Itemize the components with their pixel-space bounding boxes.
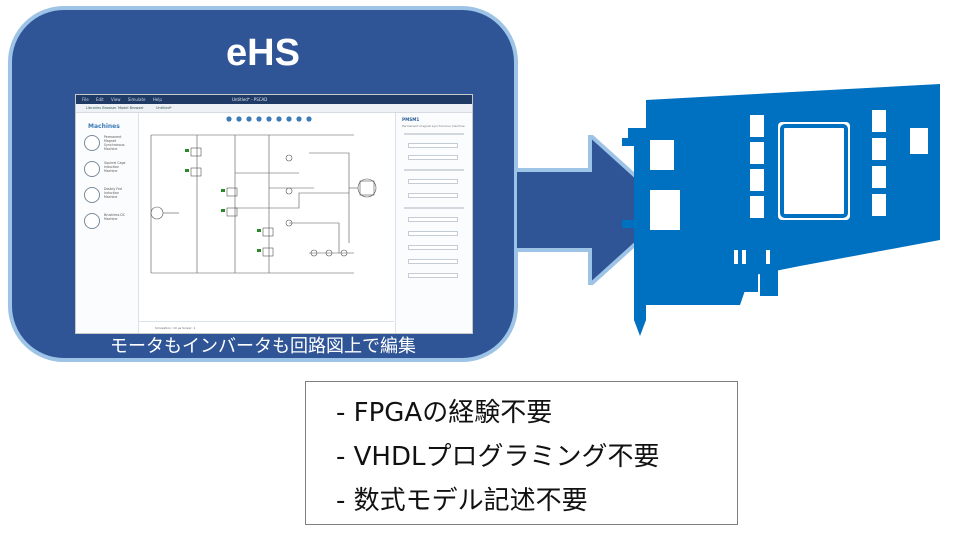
menu-item-help: Help <box>152 97 162 102</box>
properties-subtitle: Permanent magnet synchronous machine <box>402 124 465 128</box>
property-field <box>408 217 458 222</box>
property-divider <box>404 207 464 209</box>
properties-panel: PMSM1 Permanent magnet synchronous machi… <box>395 113 472 333</box>
property-field <box>408 155 458 160</box>
menu-bar: File Edit View Simulate Help Untitled* -… <box>76 95 472 104</box>
fpga-card-icon <box>622 84 940 336</box>
machine-label: Doubly Fed Induction Machine <box>104 187 122 199</box>
menu-item-simulate: Simulate <box>127 97 146 102</box>
machine-label: Permanent Magnet Synchronous Machine <box>104 135 125 151</box>
property-divider <box>404 133 464 135</box>
requirements-box: - FPGAの経験不要 - VHDLプログラミング不要 - 数式モデル記述不要 <box>305 381 738 525</box>
machine-icon <box>84 161 100 177</box>
property-divider <box>404 169 464 171</box>
property-field <box>408 273 458 278</box>
software-panel: eHS File Edit View Simulate Help Untitle… <box>8 6 518 362</box>
properties-title: PMSM1 <box>402 117 420 122</box>
menu-item-file: File <box>82 97 89 102</box>
machine-label: Squirrel Cage Induction Machine <box>104 161 126 173</box>
tab-untitled: Untitled* <box>156 106 172 110</box>
machine-icon <box>84 213 100 229</box>
panel-caption: モータもインバータも回路図上で編集 <box>110 336 416 357</box>
property-field <box>408 259 458 264</box>
machine-item: Brushless DC Machine <box>84 213 134 237</box>
requirement-item: - 数式モデル記述不要 <box>336 486 588 516</box>
arrow-right-icon <box>515 135 675 285</box>
machine-item: Permanent Magnet Synchronous Machine <box>84 135 134 159</box>
machine-label: Brushless DC Machine <box>104 213 126 221</box>
property-field <box>408 179 458 184</box>
property-field <box>408 143 458 148</box>
status-bar: Simulation: 10 µs Solver: 1 <box>139 321 394 333</box>
machine-item: Doubly Fed Induction Machine <box>84 187 134 211</box>
property-field <box>408 245 458 250</box>
requirement-item: - VHDLプログラミング不要 <box>336 442 660 472</box>
library-sidebar: Machines Permanent Magnet Synchronous Ma… <box>76 113 139 333</box>
property-field <box>408 231 458 236</box>
circuit-schematic <box>150 116 377 274</box>
tab-model: Model Browser <box>118 106 144 110</box>
machine-icon <box>84 135 100 151</box>
software-screenshot: File Edit View Simulate Help Untitled* -… <box>75 94 473 334</box>
sidebar-title: Machines <box>88 123 120 130</box>
menu-item-view: View <box>111 97 121 102</box>
tab-libraries: Libraries Browser <box>86 106 117 110</box>
window-title: Untitled* - PSCAD <box>232 97 268 102</box>
machine-icon <box>84 187 100 203</box>
requirement-item: - FPGAの経験不要 <box>336 398 553 428</box>
tab-bar: Libraries Browser Model Browser Untitled… <box>76 104 472 113</box>
property-field <box>408 193 458 198</box>
menu-item-edit: Edit <box>95 97 104 102</box>
panel-title: eHS <box>226 32 300 74</box>
machine-item: Squirrel Cage Induction Machine <box>84 161 134 185</box>
